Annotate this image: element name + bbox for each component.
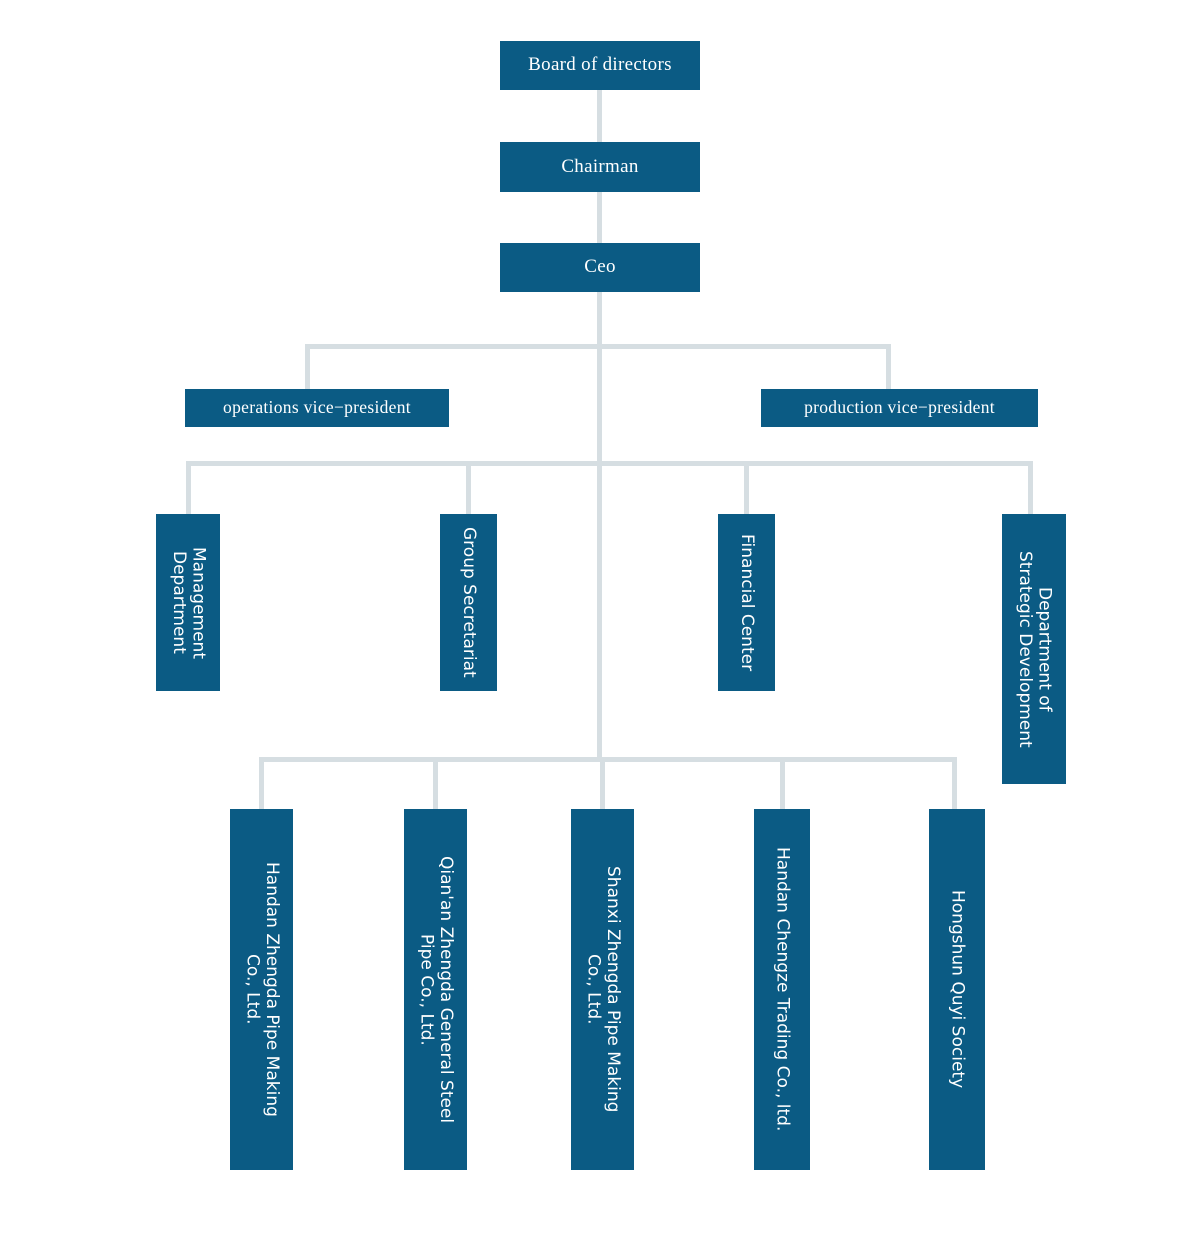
node-label: operations vice−president <box>223 397 411 418</box>
connector-drop-handan-chengze <box>780 757 785 809</box>
node-label: Ceo <box>584 256 616 278</box>
node-label: Board of directors <box>528 54 672 76</box>
connector-drop-strategic-development <box>1028 461 1033 514</box>
node-board-of-directors[interactable]: Board of directors <box>500 41 700 90</box>
node-label: Handan Chengze Trading Co., ltd. <box>772 847 793 1132</box>
node-chairman[interactable]: Chairman <box>500 142 700 192</box>
node-management-department[interactable]: Management Department <box>156 514 220 691</box>
connector-drop-hongshun-quyi <box>952 757 957 809</box>
connector-drop-management-department <box>186 461 191 514</box>
node-label: Handan Zhengda Pipe Making Co., Ltd. <box>242 862 283 1117</box>
node-operations-vice-president[interactable]: operations vice−president <box>185 389 449 427</box>
connector-subsidiary-bus <box>259 757 957 762</box>
connector-drop-shanxi-zhengda <box>600 757 605 809</box>
node-label: production vice−president <box>804 397 995 418</box>
node-label: Shanxi Zhengda Pipe Making Co., Ltd. <box>583 866 624 1113</box>
connector-drop-financial-center <box>744 461 749 514</box>
node-handan-chengze-trading[interactable]: Handan Chengze Trading Co., ltd. <box>754 809 810 1170</box>
connector-drop-group-secretariat <box>466 461 471 514</box>
node-label: Financial Center <box>737 533 758 672</box>
node-label: Department of Strategic Development <box>1015 550 1055 748</box>
connector-board-to-chairman <box>597 90 602 142</box>
connector-drop-production-vp <box>886 344 891 389</box>
node-label: Chairman <box>561 155 639 177</box>
node-department-of-strategic-development[interactable]: Department of Strategic Development <box>1002 514 1066 784</box>
connector-drop-operations-vp <box>305 344 310 389</box>
node-label: Management Department <box>169 546 209 659</box>
node-label: Qian'an Zhengda General Steel Pipe Co., … <box>416 855 457 1124</box>
node-label: Hongshun Quyi Society <box>947 890 968 1089</box>
node-label: Group Secretariat <box>459 527 480 678</box>
node-hongshun-quyi-society[interactable]: Hongshun Quyi Society <box>929 809 985 1170</box>
node-handan-zhengda-pipe-making[interactable]: Handan Zhengda Pipe Making Co., Ltd. <box>230 809 293 1170</box>
connector-vp-bus <box>305 344 891 349</box>
connector-department-bus <box>186 461 1033 466</box>
node-qianan-zhengda-general-steel-pipe[interactable]: Qian'an Zhengda General Steel Pipe Co., … <box>404 809 467 1170</box>
node-shanxi-zhengda-pipe-making[interactable]: Shanxi Zhengda Pipe Making Co., Ltd. <box>571 809 634 1170</box>
node-ceo[interactable]: Ceo <box>500 243 700 292</box>
node-financial-center[interactable]: Financial Center <box>718 514 775 691</box>
connector-chairman-to-ceo <box>597 192 602 243</box>
connector-drop-handan-zhengda <box>259 757 264 809</box>
node-production-vice-president[interactable]: production vice−president <box>761 389 1038 427</box>
connector-drop-qianan-zhengda <box>433 757 438 809</box>
node-group-secretariat[interactable]: Group Secretariat <box>440 514 497 691</box>
connector-ceo-trunk <box>597 292 602 762</box>
